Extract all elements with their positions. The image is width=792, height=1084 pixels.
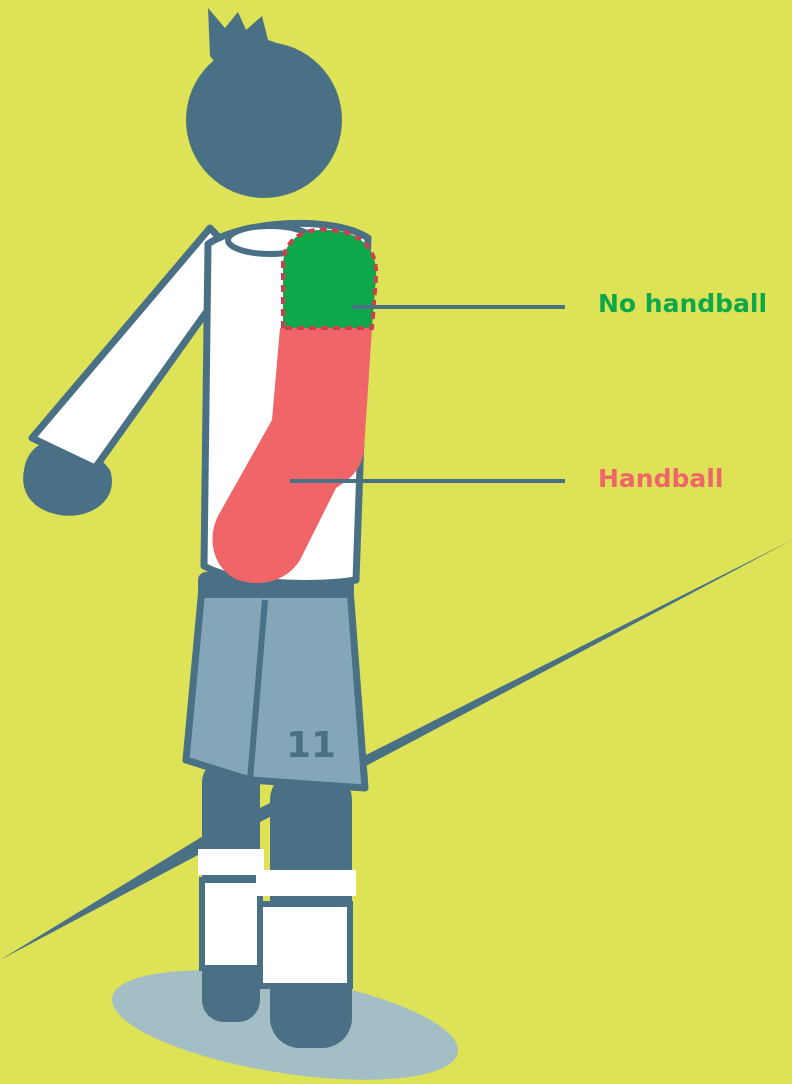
hair	[208, 8, 304, 70]
shorts	[186, 588, 365, 788]
left-sock	[202, 880, 260, 968]
right-sock-band	[256, 870, 356, 896]
pitch-line	[0, 540, 792, 960]
no-handball-zone-shoulder	[283, 230, 376, 328]
label-no-handball: No handball	[598, 291, 767, 316]
shorts-number: 11	[286, 728, 336, 764]
label-handball: Handball	[598, 466, 723, 491]
right-sock	[260, 904, 350, 986]
left-sock-band	[198, 849, 264, 875]
